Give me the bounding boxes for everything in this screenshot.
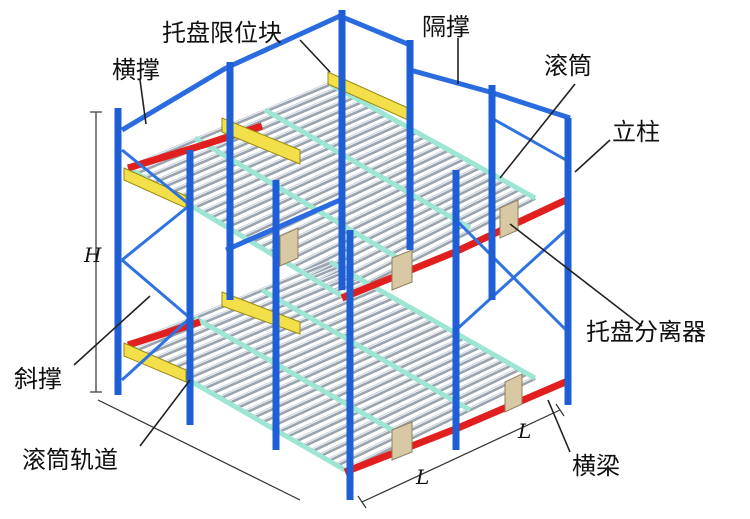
- roller-slat-highlight: [277, 340, 473, 431]
- roller-slat: [302, 353, 497, 448]
- roller-slat-highlight: [161, 278, 362, 364]
- roller-slat: [285, 344, 481, 439]
- roller-slat: [219, 309, 418, 400]
- roller-slat: [269, 336, 465, 429]
- roller-slat: [260, 331, 457, 424]
- beam-label: 横梁: [572, 452, 620, 480]
- pallet-separator-label: 托盘分离器: [586, 318, 706, 346]
- pallet-stops: [123, 71, 409, 383]
- roller-slat-highlight: [325, 187, 520, 286]
- roller-slat: [335, 371, 528, 467]
- roller-slat-highlight: [219, 309, 417, 398]
- roller-slat: [184, 112, 386, 205]
- pallet-separators: [279, 199, 523, 461]
- roller-track-label: 滚筒轨道: [22, 446, 118, 474]
- roller-slat: [210, 304, 410, 395]
- roller-slat: [327, 367, 521, 463]
- roller-slat: [168, 282, 371, 371]
- roller-slat-highlight: [311, 358, 504, 451]
- diagonal-braces: [120, 118, 568, 382]
- length-dimension-label-1: L: [415, 465, 429, 489]
- roller-slat: [225, 134, 426, 229]
- roller-slat: [201, 121, 402, 215]
- roller-slat: [227, 313, 426, 405]
- roller-slat-highlight: [202, 300, 402, 388]
- roller-slat-highlight: [236, 318, 433, 407]
- height-dimension-label: H: [83, 243, 102, 267]
- cross-brace-label: 横撑: [112, 56, 160, 84]
- roller-slat: [283, 165, 481, 264]
- roller-slat: [310, 358, 505, 453]
- roller-slat-highlight: [261, 331, 457, 422]
- roller-slat: [267, 156, 465, 254]
- roller-slat-highlight: [218, 130, 417, 222]
- roller-slat-highlight: [275, 161, 473, 256]
- roller-slat: [193, 295, 394, 386]
- roller-slat-highlight: [336, 371, 528, 465]
- roller-slat-highlight: [227, 313, 425, 403]
- roller-slat-highlight: [226, 134, 425, 227]
- roller-slat: [235, 318, 434, 410]
- spacer-label: 隔撑: [422, 13, 470, 41]
- roller-label: 滚筒: [544, 52, 592, 80]
- roller-slat: [275, 161, 473, 259]
- roller-slat-highlight: [284, 165, 481, 261]
- roller-slat-highlight: [344, 376, 536, 470]
- roller-slat: [277, 340, 473, 434]
- roller-slat: [299, 174, 497, 274]
- roller-slat: [344, 376, 536, 472]
- roller-slat-highlight: [201, 121, 402, 212]
- roller-slat: [209, 126, 410, 220]
- roller-slat-highlight: [210, 126, 410, 217]
- rear-beams: [120, 13, 571, 253]
- roller-slat-highlight: [303, 353, 496, 446]
- roller-slat-highlight: [286, 345, 481, 436]
- roller-slat-highlight: [194, 295, 394, 383]
- leader-lines: [73, 38, 643, 453]
- uprights: [114, 10, 572, 500]
- length-dimension-label-2: L: [517, 419, 531, 443]
- roller-slat: [217, 130, 418, 224]
- roller-slat: [160, 278, 363, 367]
- roller-slat: [324, 187, 521, 288]
- roller-slat-highlight: [234, 139, 433, 232]
- roller-slat-highlight: [267, 156, 465, 252]
- pallet-stop-label: 托盘限位块: [162, 19, 282, 47]
- upright-label: 立柱: [612, 118, 660, 146]
- roller-slat-highlight: [328, 367, 520, 460]
- roller-slat-highlight: [211, 304, 410, 393]
- roller-slat: [202, 300, 402, 391]
- roller-slat-highlight: [300, 174, 496, 271]
- roller-slat-highlight: [269, 336, 465, 427]
- diagonal-brace-label: 斜撑: [14, 365, 62, 393]
- roller-slat-highlight: [169, 282, 370, 369]
- roller-slat: [234, 139, 434, 234]
